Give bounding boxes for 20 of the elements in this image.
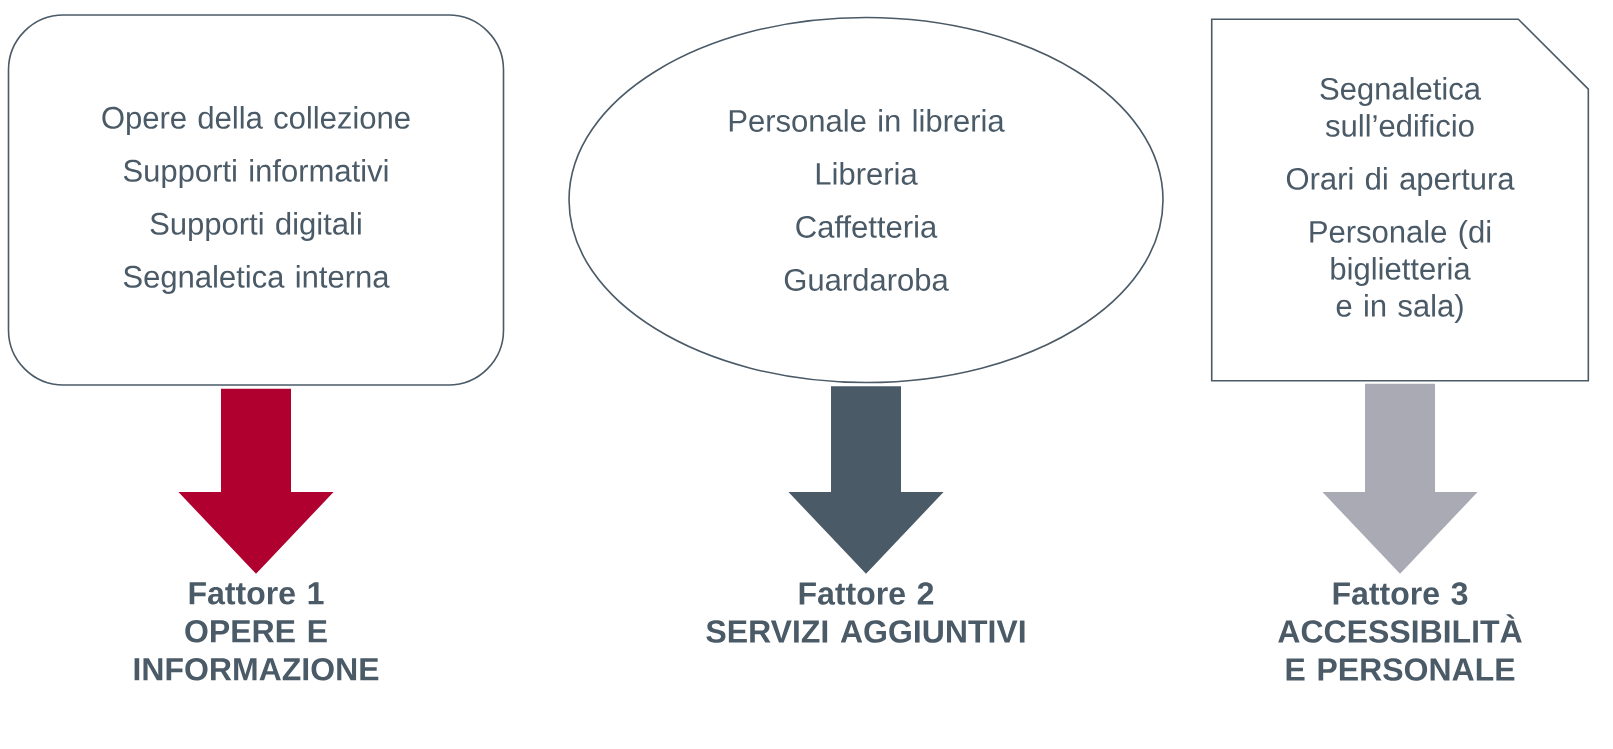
item-text: Supporti digitali <box>150 212 361 241</box>
factor-number: Fattore 1 <box>189 582 324 605</box>
item-text: Personale (di biglietteria e in sala) <box>1310 220 1491 323</box>
factor-number: Fattore 2 <box>799 582 934 605</box>
item-text: Segnaletica sull’edificio <box>1320 77 1481 137</box>
item-text: Opere della collezione <box>102 106 410 135</box>
factor-number: Fattore 3 <box>1333 582 1468 605</box>
factor-title: ACCESSIBILITÀ E PERSONALE <box>1278 614 1522 681</box>
snipped-corner-box <box>1210 18 1590 382</box>
ellipse <box>568 16 1164 384</box>
item-text: Supporti informativi <box>123 159 388 188</box>
rounded-box <box>7 14 505 386</box>
item-text: Caffetteria <box>796 215 938 238</box>
item-text: Orari di apertura <box>1286 167 1515 196</box>
item-text: Personale in libreria <box>729 109 1005 132</box>
factor-title: SERVIZI AGGIUNTIVI <box>706 620 1025 643</box>
item-text: Guardaroba <box>784 268 949 291</box>
item-text: Segnaletica interna <box>123 265 390 294</box>
item-text: Libreria <box>816 162 918 185</box>
factor-title: OPERE E INFORMAZIONE <box>134 619 379 681</box>
